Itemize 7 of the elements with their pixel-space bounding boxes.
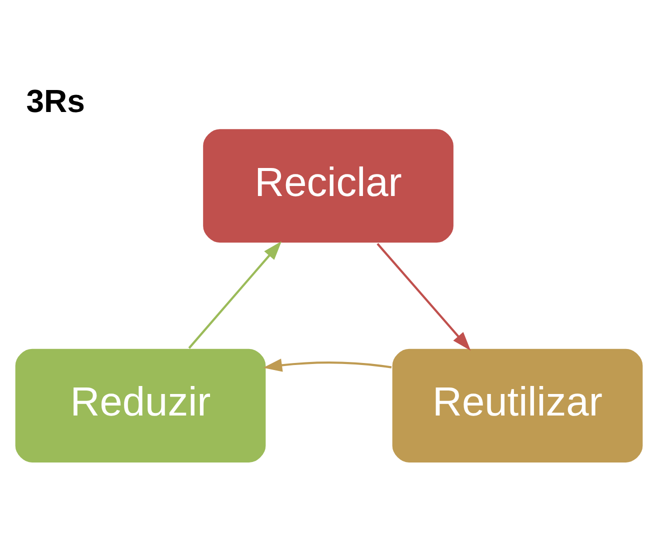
arrow xyxy=(376,243,471,351)
node-box: Reduzir xyxy=(14,347,268,464)
arrow xyxy=(188,241,282,349)
node-box: Reciclar xyxy=(202,128,455,244)
node-box: Reutilizar xyxy=(390,347,644,464)
arrow xyxy=(263,358,392,372)
diagram-title: 3Rs xyxy=(26,82,85,119)
